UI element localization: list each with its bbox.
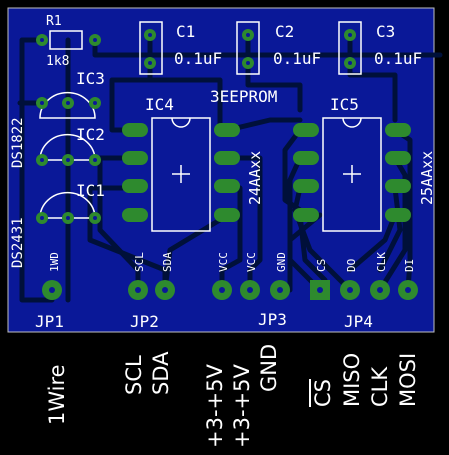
pin-label-cs: CS [315, 259, 328, 272]
ic5-part: 25AAxx [418, 151, 436, 205]
ic3-ref: IC3 [76, 69, 105, 88]
silkscreen-outlines [39, 21, 382, 232]
c2-ref: C2 [275, 22, 294, 41]
signal-cs: CS [311, 379, 335, 407]
c3-value: 0.1uF [374, 49, 422, 68]
header-holes [49, 287, 411, 293]
c1-outline [139, 21, 163, 75]
c3-outline [338, 21, 362, 75]
pin-label-gnd: GND [275, 252, 288, 272]
pin-label-vcc-2: VCC [245, 252, 258, 272]
jp3-ref: JP3 [258, 310, 287, 329]
pin-label-clk: CLK [375, 252, 388, 272]
pin-label-1wd: 1WD [48, 252, 61, 272]
r1-ref: R1 [46, 14, 62, 29]
r1-value: 1k8 [46, 54, 69, 69]
board-outline [7, 7, 435, 333]
ic5-ref: IC5 [330, 95, 359, 114]
pin-label-do: DO [345, 259, 358, 272]
jp2-ref: JP2 [130, 312, 159, 331]
signal-gnd: GND [257, 343, 281, 392]
signal-miso: MISO [340, 352, 364, 407]
jp1-ref: JP1 [35, 312, 64, 331]
signal-vcc-2: +3-+5V [230, 364, 254, 448]
r1-outline [49, 30, 83, 50]
ic4-ref: IC4 [145, 95, 174, 114]
ic5-notch [342, 117, 362, 128]
ic1-outline [39, 191, 96, 219]
signal-mosi: MOSI [396, 352, 420, 407]
sensor-b-label: DS2431 [10, 217, 26, 268]
jp4-ref: JP4 [344, 312, 373, 331]
ic1-ref: IC1 [76, 181, 105, 200]
c2-value: 0.1uF [273, 49, 321, 68]
signal-clk: CLK [368, 366, 392, 407]
ic2-outline [39, 133, 96, 161]
sensor-a-label: DS1822 [10, 117, 26, 168]
ic4-part: 24AAxx [246, 151, 264, 205]
pin-label-sda: SDA [161, 252, 174, 272]
c3-ref: C3 [376, 22, 395, 41]
signal-1wire: 1Wire [45, 364, 69, 425]
signal-scl: SCL [122, 355, 146, 395]
ic4-outline [151, 117, 211, 232]
ic2-ref: IC2 [76, 125, 105, 144]
c1-value: 0.1uF [174, 49, 222, 68]
signal-sda: SDA [149, 351, 173, 396]
pin-label-scl: SCL [133, 252, 146, 272]
signal-vcc-1: +3-+5V [203, 364, 227, 448]
pin-label-vcc-1: VCC [217, 252, 230, 272]
pin-label-di: DI [403, 259, 416, 272]
ic-pads [122, 123, 411, 222]
ic4-notch [171, 117, 191, 128]
pad-holes [40, 33, 352, 220]
ic5-outline [322, 117, 382, 232]
board-title: 3EEPROM [210, 87, 277, 106]
c2-outline [236, 21, 260, 75]
c1-ref: C1 [176, 22, 195, 41]
